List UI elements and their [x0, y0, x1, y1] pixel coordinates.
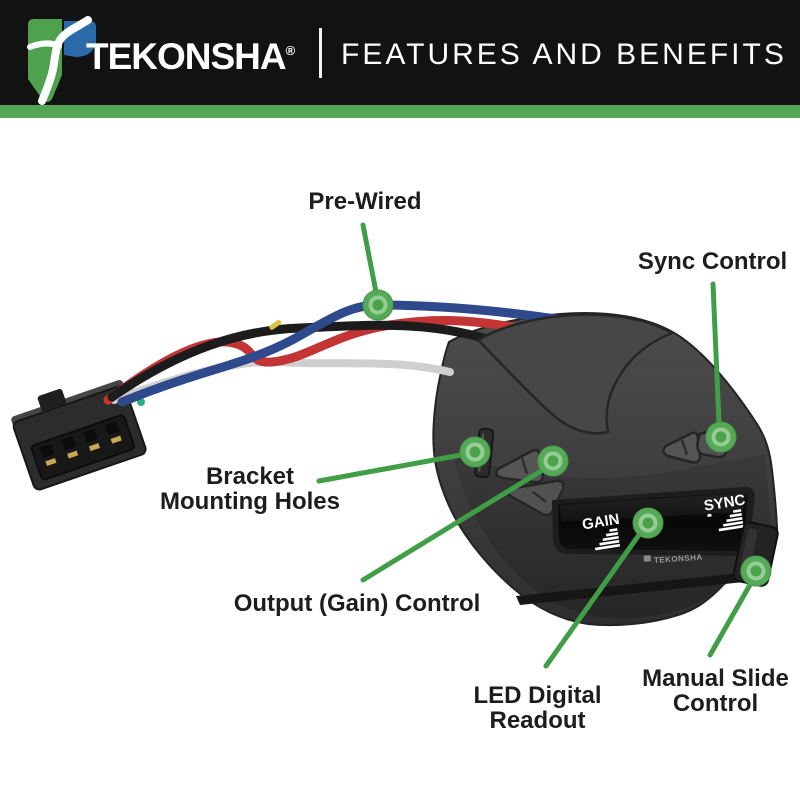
callout-label-manual-slide-control: Manual Slide Control	[628, 666, 800, 716]
callout-marker-pre-wired	[362, 289, 394, 321]
callout-marker-led	[632, 507, 664, 539]
gain-label: GAIN	[581, 511, 621, 534]
registered-mark: ®	[285, 43, 296, 58]
callout-line-output-gain	[360, 465, 549, 583]
connector-pins	[39, 421, 122, 467]
callout-line-led	[543, 529, 644, 669]
callout-label-pre-wired: Pre-Wired	[308, 188, 422, 215]
callout-line-slide	[707, 580, 754, 658]
green-accent-bar	[0, 105, 800, 118]
device-brand-label: TEKONSHA	[654, 553, 703, 565]
callout-lines	[316, 222, 754, 669]
callout-label-line: Bracket	[205, 463, 295, 490]
wire-harness	[103, 300, 561, 407]
header-bar: TEKONSHA® FEATURES AND BENEFITS	[0, 0, 800, 105]
callout-label-line: Readout	[489, 707, 586, 734]
header-divider	[319, 28, 322, 78]
callout-label-bracket-mounting-holes: Bracket Mounting Holes	[140, 464, 360, 514]
device-brand: TEKONSHA	[643, 553, 703, 565]
callout-line-bracket	[316, 452, 464, 484]
callout-label-led-digital-readout: LED Digital Readout	[450, 683, 625, 733]
connector-latch-tab	[37, 388, 67, 412]
tekonsha-logo-icon	[27, 16, 96, 105]
cable-tie	[269, 319, 282, 330]
brand-text: TEKONSHA	[86, 36, 287, 77]
callout-marker-bracket	[459, 436, 491, 468]
wire-black	[107, 320, 507, 402]
callout-marker-sync-control	[705, 421, 737, 453]
connector-plug	[11, 380, 147, 491]
wire-blue	[117, 300, 561, 407]
callout-label-output-gain-control: Output (Gain) Control	[233, 590, 481, 617]
header-title: FEATURES AND BENEFITS	[341, 38, 787, 71]
gain-indicator: GAIN	[581, 511, 621, 551]
callout-marker-output-gain	[537, 445, 569, 477]
callout-markers	[362, 289, 772, 587]
callout-label-line: LED Digital	[473, 682, 602, 709]
callout-label-line: Manual Slide	[642, 665, 789, 692]
slide-groove	[516, 573, 744, 605]
callout-label-line: Mounting Holes	[160, 488, 340, 515]
callout-label-sync-control: Sync Control	[637, 248, 788, 275]
callout-line-sync-control	[710, 281, 722, 426]
callout-line-pre-wired	[360, 222, 379, 295]
callout-label-line: Control	[672, 690, 759, 717]
sync-indicator: SYNC	[703, 491, 747, 532]
callout-marker-slide	[740, 555, 772, 587]
device-top-hump	[476, 313, 674, 435]
sync-label: SYNC	[703, 491, 747, 514]
brand-wordmark: TEKONSHA®	[86, 36, 295, 78]
